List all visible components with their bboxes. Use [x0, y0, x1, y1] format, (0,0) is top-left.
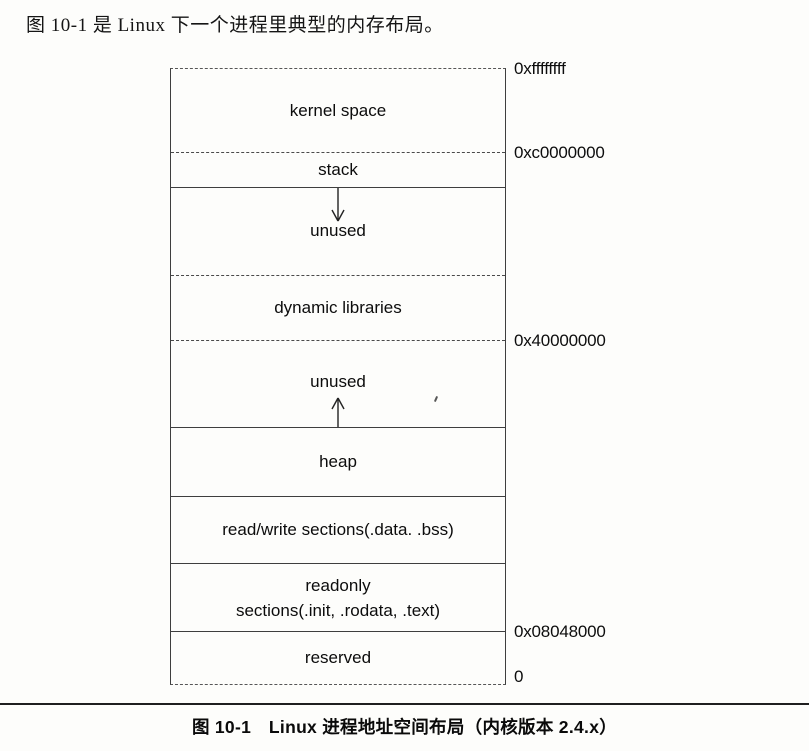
arrow-down-icon: [331, 188, 345, 222]
region-label: unused: [310, 221, 366, 240]
divider-rule: [0, 703, 809, 705]
address-label-dynlib-base: 0x40000000: [514, 331, 606, 350]
region-unused-upper: unused: [171, 188, 505, 276]
region-readonly-sections: readonly sections(.init, .rodata, .text): [171, 564, 505, 632]
address-label-text-base: 0x08048000: [514, 622, 606, 641]
region-label: kernel space: [289, 100, 387, 120]
region-heap: heap: [171, 428, 505, 497]
region-label: read/write sections(.data. .bss): [222, 520, 454, 539]
region-label: heap: [319, 452, 357, 471]
region-kernel-space: kernel space: [171, 69, 505, 153]
region-label: dynamic libraries: [274, 298, 402, 317]
figure-caption: 图 10-1 Linux 进程地址空间布局（内核版本 2.4.x）: [191, 717, 618, 737]
address-label-kernel-base: 0xc0000000: [514, 143, 605, 162]
arrow-up-icon: [331, 397, 345, 427]
region-label: readonly sections(.init, .rodata, .text): [235, 575, 441, 620]
address-label-zero: 0: [514, 667, 524, 686]
memory-column: kernel space stack unused dynamic librar…: [170, 68, 506, 685]
region-label: unused: [310, 372, 366, 391]
intro-text: 图 10-1 是 Linux 下一个进程里典型的内存布局。: [26, 15, 444, 36]
region-reserved: reserved: [171, 632, 505, 684]
address-label-top: 0xffffffff: [514, 59, 566, 78]
region-label: stack: [318, 160, 358, 179]
region-dynamic-libraries: dynamic libraries: [171, 276, 505, 341]
region-stack: stack: [171, 153, 505, 188]
region-label: reserved: [304, 648, 372, 667]
region-unused-lower: unused: [171, 341, 505, 428]
region-readwrite-sections: read/write sections(.data. .bss): [171, 497, 505, 564]
